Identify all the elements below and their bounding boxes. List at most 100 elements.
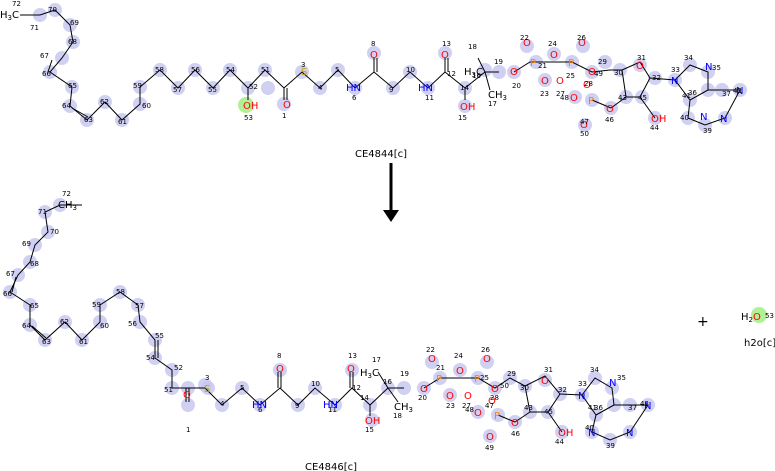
svg-text:36: 36 [688,89,697,97]
svg-text:27: 27 [556,90,565,98]
svg-text:30: 30 [520,384,529,392]
svg-text:O: O [510,67,518,78]
svg-text:4: 4 [220,400,225,408]
svg-text:3: 3 [301,61,305,69]
svg-text:19: 19 [400,370,409,378]
svg-text:33: 33 [671,66,680,74]
svg-text:45: 45 [638,94,647,102]
svg-text:17: 17 [488,100,497,108]
svg-text:OH: OH [365,416,380,427]
svg-text:28: 28 [490,394,499,402]
svg-text:67: 67 [6,270,15,278]
svg-text:23: 23 [446,402,455,410]
svg-text:HN: HN [252,400,267,411]
water-molecule: H2O 53 [741,307,774,324]
svg-text:35: 35 [712,64,721,72]
svg-text:16: 16 [383,378,392,386]
svg-text:31: 31 [544,366,553,374]
svg-text:N: N [644,401,651,412]
reactant-structure: H3C OH O S HN O HN O OH H3C CH3 O P O O … [0,0,747,138]
svg-text:4: 4 [318,84,323,92]
svg-text:19: 19 [494,58,503,66]
svg-text:5: 5 [335,66,339,74]
svg-text:20: 20 [418,394,427,402]
svg-text:18: 18 [468,43,477,51]
svg-text:33: 33 [578,380,587,388]
svg-text:H3C: H3C [360,368,379,380]
svg-text:10: 10 [311,380,320,388]
svg-text:OH: OH [460,102,475,113]
svg-text:6: 6 [352,94,357,102]
svg-text:44: 44 [650,124,659,132]
svg-text:15: 15 [365,426,374,434]
reactant-name: CE4844[c] [355,149,407,160]
svg-text:66: 66 [42,70,51,78]
svg-text:O: O [541,376,549,387]
svg-text:72: 72 [12,0,21,8]
svg-text:63: 63 [42,338,51,346]
svg-text:44: 44 [555,438,564,446]
svg-text:11: 11 [328,406,337,414]
svg-text:10: 10 [406,66,415,74]
svg-text:37: 37 [722,90,731,98]
svg-text:41: 41 [588,404,597,412]
svg-text:21: 21 [436,364,445,372]
svg-text:8: 8 [371,40,375,48]
svg-text:69: 69 [22,240,31,248]
svg-text:N: N [705,62,712,73]
svg-text:36: 36 [594,404,603,412]
svg-text:N: N [700,112,707,123]
svg-text:O: O [474,408,482,419]
svg-text:53: 53 [244,114,253,122]
svg-text:12: 12 [352,384,361,392]
plus-sign: + [697,314,709,330]
svg-text:54: 54 [146,354,155,362]
svg-text:14: 14 [360,394,369,402]
svg-text:27: 27 [462,402,471,410]
svg-text:58: 58 [116,288,125,296]
svg-text:O: O [486,432,494,443]
svg-text:32: 32 [558,386,567,394]
svg-text:62: 62 [100,98,109,106]
svg-text:O: O [570,93,578,104]
svg-text:S: S [204,384,210,395]
svg-text:22: 22 [426,346,435,354]
svg-text:67: 67 [40,52,49,60]
svg-text:24: 24 [548,40,557,48]
svg-text:23: 23 [540,90,549,98]
svg-text:O: O [588,67,596,78]
svg-text:OH: OH [558,428,573,439]
svg-text:CH3: CH3 [58,200,77,212]
svg-text:57: 57 [135,302,144,310]
svg-text:O: O [550,50,558,61]
svg-text:65: 65 [30,302,39,310]
svg-text:N: N [626,428,633,439]
svg-text:57: 57 [173,86,182,94]
svg-text:12: 12 [447,70,456,78]
svg-text:60: 60 [100,322,109,330]
svg-text:14: 14 [460,84,469,92]
svg-text:P: P [588,96,594,107]
svg-text:N: N [578,391,585,402]
svg-text:17: 17 [372,356,381,364]
svg-text:OH: OH [651,114,666,125]
svg-text:29: 29 [507,370,516,378]
svg-text:35: 35 [617,374,626,382]
svg-text:22: 22 [520,34,529,42]
svg-text:O: O [370,50,378,61]
svg-text:61: 61 [118,118,127,126]
svg-text:49: 49 [594,70,603,78]
svg-text:26: 26 [577,34,586,42]
svg-text:1: 1 [282,112,286,120]
svg-text:6: 6 [258,406,263,414]
svg-text:68: 68 [68,38,77,46]
svg-text:66: 66 [3,290,12,298]
svg-text:O: O [541,76,549,87]
svg-text:O: O [276,364,284,375]
svg-text:H2O: H2O [741,312,761,324]
reaction-arrow [383,163,399,222]
svg-text:OH: OH [243,101,258,112]
svg-text:63: 63 [84,116,93,124]
svg-text:59: 59 [92,301,101,309]
